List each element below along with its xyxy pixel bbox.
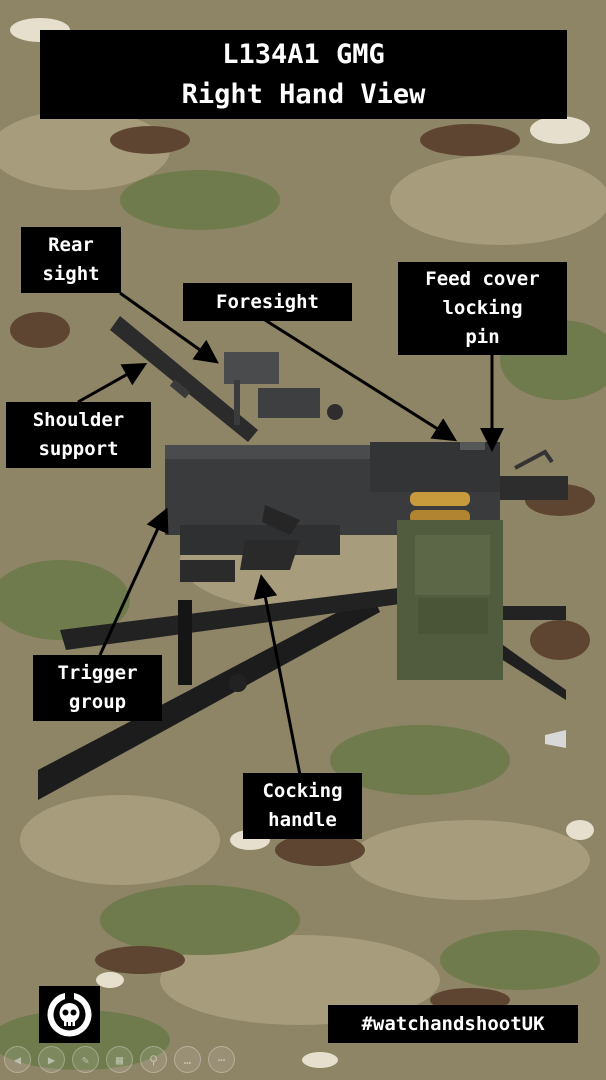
title-banner: L134A1 GMG Right Hand View <box>40 30 567 119</box>
next-icon[interactable]: ▶ <box>38 1046 65 1073</box>
prev-icon[interactable]: ◀ <box>4 1046 31 1073</box>
trigger-group-label-line-2: group <box>68 691 127 713</box>
title-line-1: L134A1 GMG <box>222 38 385 70</box>
foresight-label-line-1: Foresight <box>216 290 319 313</box>
shoulder-support-label-line-1: Shoulder <box>32 409 125 431</box>
zoom-icon[interactable]: ⚲ <box>140 1046 167 1073</box>
feed-cover-label-line-3: pin <box>465 326 500 348</box>
feed-cover-label-line-2: locking <box>442 297 523 319</box>
cocking-handle-label-line-2: handle <box>268 809 337 831</box>
rear-sight-arrow <box>119 291 219 364</box>
shoulder-support-label: Shoulder support <box>6 402 151 468</box>
slides-icon[interactable]: ▦ <box>106 1046 133 1073</box>
skull-logo-icon <box>47 990 92 1037</box>
cocking-handle-arrow <box>253 574 302 776</box>
trigger-group-arrow <box>98 507 169 656</box>
pen-icon[interactable]: ✎ <box>72 1046 99 1073</box>
cocking-handle-label: Cocking handle <box>243 773 362 839</box>
rear-sight-label-line-2: sight <box>42 263 100 285</box>
logo <box>39 986 100 1043</box>
rear-sight-label: Rear sight <box>21 227 121 293</box>
foresight-label: Foresight <box>183 283 352 321</box>
shoulder-support-label-line-2: support <box>38 438 119 460</box>
shoulder-support-arrow <box>77 363 148 404</box>
more-icon[interactable]: … <box>174 1046 201 1073</box>
title-line-2: Right Hand View <box>181 78 426 110</box>
trigger-group-label: Trigger group <box>33 655 162 721</box>
feed-cover-locking-pin-label: Feed cover locking pin <box>398 262 567 355</box>
foresight-arrow <box>264 318 458 442</box>
slideshow-nav-bar: ◀ ▶ ✎ ▦ ⚲ … ⋯ <box>4 1046 235 1076</box>
trigger-group-label-line-1: Trigger <box>57 662 138 684</box>
options-icon[interactable]: ⋯ <box>208 1046 235 1073</box>
cocking-handle-label-line-1: Cocking <box>262 780 343 802</box>
feed-cover-label-line-1: Feed cover <box>425 268 540 290</box>
rear-sight-label-line-1: Rear <box>48 234 94 256</box>
hashtag-label: #watchandshootUK <box>328 1005 578 1043</box>
